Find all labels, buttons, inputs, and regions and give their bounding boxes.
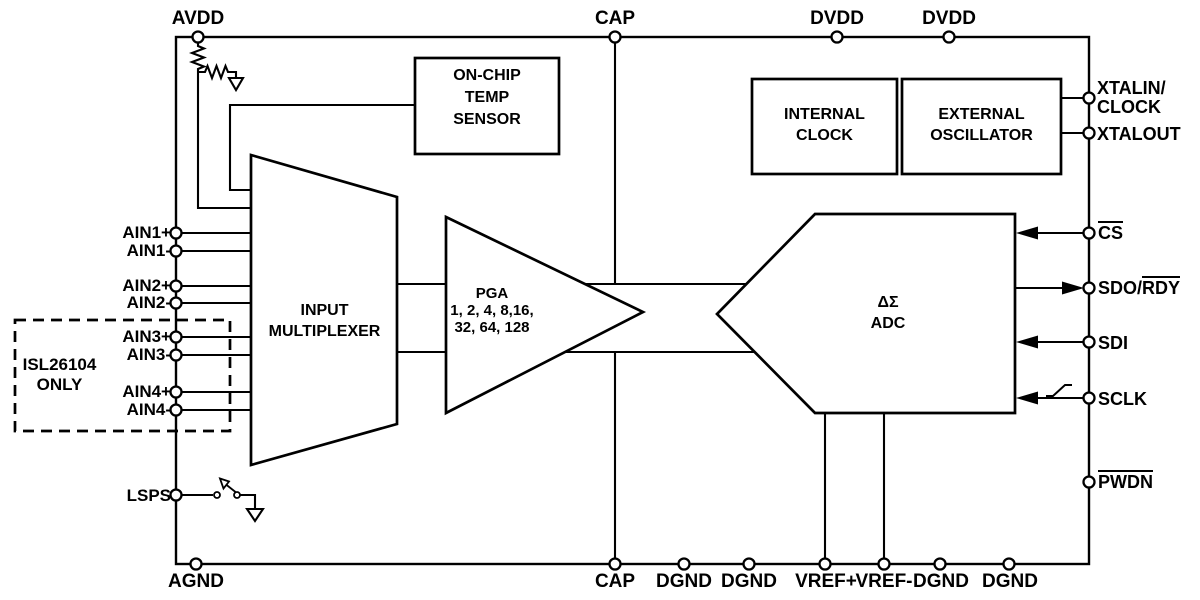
input-multiplexer-shape — [249, 153, 399, 467]
block-label-temp-sensor: ON-CHIP TEMP SENSOR — [453, 67, 521, 128]
pin-ain4p — [169, 385, 183, 399]
pin-label-sclk: SCLK — [1098, 389, 1147, 409]
block-label-pga: PGA 1, 2, 4, 8,16, 32, 64, 128 — [450, 285, 534, 336]
external-oscillator-box — [900, 77, 1063, 176]
rdy-overline: RDY — [1142, 276, 1181, 298]
pin-label-dgnd-2: DGND — [721, 571, 777, 592]
pin-label-ain4p: AIN4+ — [122, 382, 171, 401]
pin-label-ain3p: AIN3+ — [122, 327, 171, 346]
cs-overline: CS — [1098, 221, 1124, 243]
pin-label-dgnd-4: DGND — [982, 571, 1038, 592]
pin-label-agnd: AGND — [168, 571, 224, 592]
pin-label-ain2n: AIN2- — [126, 293, 171, 312]
isl26104-dashed-box — [13, 318, 232, 433]
adc-shape — [715, 212, 1017, 415]
pga-shape — [444, 214, 647, 416]
arrow-left-icon — [1016, 391, 1038, 405]
pin-label-avdd: AVDD — [171, 8, 225, 29]
arrow-right-icon — [1062, 281, 1084, 295]
pin-ain2n — [169, 296, 183, 310]
pin-xtalout — [1082, 126, 1096, 140]
pin-cs — [1082, 226, 1096, 240]
pin-label-ain1p: AIN1+ — [122, 223, 171, 242]
pin-label-ain3n: AIN3- — [126, 345, 171, 364]
pin-label-sdo-rdy: SDO/RDY — [1098, 276, 1181, 299]
ground-icon — [245, 507, 265, 523]
pin-cap-top — [608, 30, 622, 44]
pin-lsps — [169, 488, 183, 502]
block-label-adc: ΔΣ ADC — [870, 294, 906, 332]
arrow-left-icon — [1016, 226, 1038, 240]
pin-ain3p — [169, 330, 183, 344]
sdo-text: SDO/ — [1098, 278, 1143, 298]
pin-pwdn — [1082, 475, 1096, 489]
pin-label-dvdd-1: DVDD — [810, 8, 864, 29]
pwdn-overline: PWDN — [1098, 470, 1153, 492]
ground-icon — [227, 76, 245, 93]
pin-sclk — [1082, 391, 1096, 405]
pin-ain3n — [169, 348, 183, 362]
temp-sensor-box — [413, 56, 561, 156]
pin-circles — [169, 30, 1096, 571]
pin-vref-minus — [877, 557, 891, 571]
pin-label-dgnd-1: DGND — [656, 571, 712, 592]
pin-label-vref-minus: VREF- — [855, 571, 913, 592]
pin-label-xtalout: XTALOUT — [1097, 124, 1181, 144]
pin-label-ain2p: AIN2+ — [122, 276, 171, 295]
switch-arrow-icon — [218, 477, 231, 491]
lsps-switch — [181, 477, 265, 523]
pin-sdi — [1082, 335, 1096, 349]
resistor-icon — [198, 63, 238, 81]
pin-label-cap-top: CAP — [594, 8, 636, 29]
pin-ain2p — [169, 279, 183, 293]
pin-label-dvdd-2: DVDD — [922, 8, 976, 29]
pin-ain1n — [169, 244, 183, 258]
pin-dgnd-2 — [742, 557, 756, 571]
annotation-isl26104-only: ISL26104 ONLY — [22, 355, 97, 394]
pin-dvdd-2 — [942, 30, 956, 44]
pin-ain1p — [169, 226, 183, 240]
pin-dgnd-1 — [677, 557, 691, 571]
block-label-external-oscillator: EXTERNAL OSCILLATOR — [930, 106, 1033, 144]
pin-avdd — [191, 30, 205, 44]
internal-clock-box — [750, 77, 899, 176]
ain-wires — [181, 231, 252, 412]
pin-label-cap-bottom: CAP — [594, 571, 636, 592]
pin-label-sdi: SDI — [1098, 333, 1129, 353]
resistor-icon — [189, 42, 251, 210]
pin-dgnd-3 — [933, 557, 947, 571]
xtal-wires — [1061, 96, 1084, 135]
schmitt-trigger-icon — [1046, 384, 1072, 397]
pin-label-pwdn: PWDN — [1098, 470, 1153, 493]
pin-label-vref-plus: VREF+ — [795, 571, 857, 592]
pin-label-dgnd-3: DGND — [913, 571, 969, 592]
serial-wires — [1016, 226, 1084, 405]
arrow-left-icon — [1016, 335, 1038, 349]
avdd-bias-network — [189, 42, 251, 210]
pin-ain4n — [169, 403, 183, 417]
pin-label-lsps: LSPS — [126, 486, 171, 505]
pin-cap-bottom — [608, 557, 622, 571]
pin-label-ain4n: AIN4- — [126, 400, 171, 419]
block-label-internal-clock: INTERNAL CLOCK — [784, 106, 865, 144]
block-label-input-multiplexer: INPUT MULTIPLEXER — [268, 302, 381, 340]
blocks — [249, 56, 1063, 467]
signal-rails — [397, 282, 754, 354]
pin-agnd — [189, 557, 203, 571]
pin-dvdd-1 — [830, 30, 844, 44]
temp-sensor-wire — [228, 103, 415, 192]
pin-label-ain1n: AIN1- — [126, 241, 171, 260]
pin-sdo-rdy — [1082, 281, 1096, 295]
switch-icon — [225, 483, 237, 493]
pin-vref-plus — [818, 557, 832, 571]
pin-dgnd-4 — [1002, 557, 1016, 571]
pin-label-xtalin-clock: XTALIN/ CLOCK — [1097, 78, 1166, 118]
vref-wires — [823, 413, 886, 559]
pin-xtalin — [1082, 91, 1096, 105]
pin-label-cs: CS — [1098, 221, 1124, 244]
